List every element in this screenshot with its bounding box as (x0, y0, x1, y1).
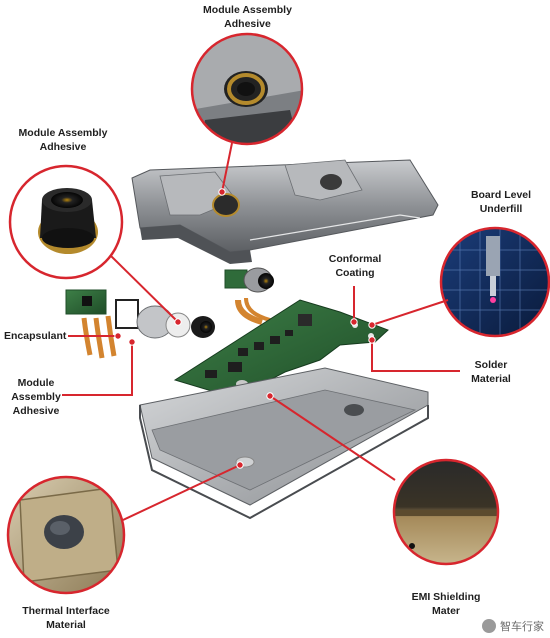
watermark: 智车行家 (482, 618, 544, 634)
watermark-text: 智车行家 (500, 620, 544, 633)
callout-line-underfill (371, 299, 449, 326)
label-module-assembly-adhesive-top: Module Assembly Adhesive (203, 4, 292, 30)
callout-lines (62, 142, 460, 521)
upper-housing (131, 159, 439, 264)
camera-module-left (65, 289, 215, 359)
callout-line-module-adhesive-bottom (62, 342, 133, 396)
callout-line-emi (269, 395, 396, 481)
callout-dots (114, 188, 376, 469)
callout-line-top (221, 142, 233, 193)
zoom-circle-emi-shielding (392, 458, 500, 566)
zoom-circle-board-underfill (439, 226, 550, 338)
label-thermal-interface-material: Thermal Interface Material (22, 605, 110, 631)
zoom-circle-module-adhesive-left (8, 164, 124, 280)
zoom-circle-thermal-interface (6, 475, 126, 595)
label-solder-material: Solder Material (471, 359, 511, 385)
camera-module-center (224, 267, 274, 325)
zoom-circle-module-adhesive-top (190, 32, 304, 146)
callout-line-solder (371, 340, 460, 372)
pcb-board (173, 299, 389, 399)
lower-tray (139, 367, 429, 520)
label-module-assembly-adhesive-left: Module Assembly Adhesive (18, 127, 108, 153)
label-emi-shielding: EMI Shielding Mater (411, 591, 481, 617)
label-conformal-coating: Conformal Coating (328, 253, 382, 279)
label-board-level-underfill: Board Level Underfill (470, 189, 532, 215)
label-encapsulant: Encapsulant (4, 330, 67, 342)
callout-line-left-lens (109, 254, 179, 323)
label-module-assembly-adhesive-bottom: Module Assembly Adhesive (11, 377, 61, 417)
wechat-icon (482, 619, 496, 633)
callout-line-thermal (122, 464, 241, 521)
